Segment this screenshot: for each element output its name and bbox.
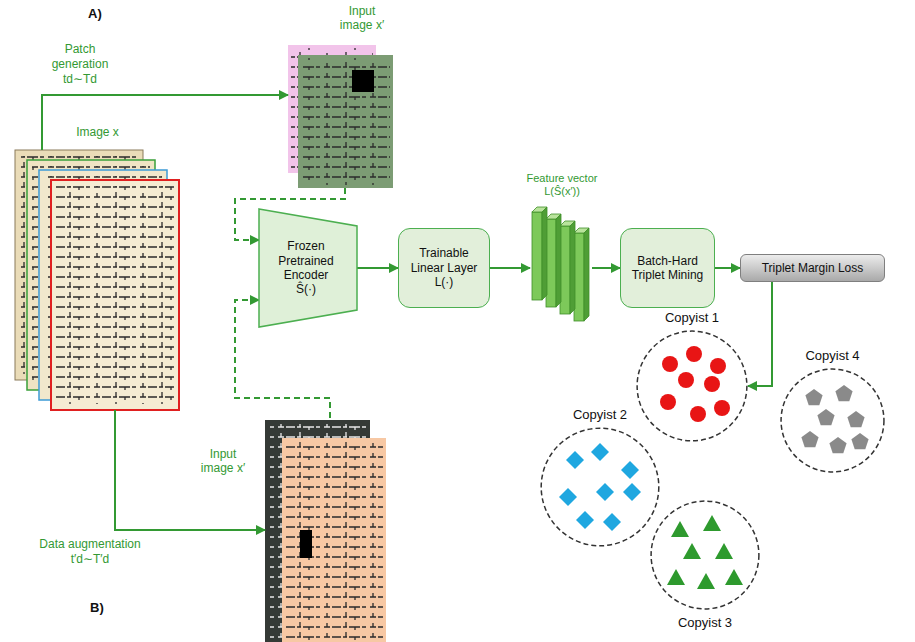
dashed-circle xyxy=(540,427,660,547)
feature-bars xyxy=(570,221,575,314)
node-label: Copyist 3 xyxy=(630,615,780,630)
dashed-circle xyxy=(780,368,885,473)
cluster-points-blue xyxy=(623,483,641,501)
cluster-points-gray xyxy=(817,409,834,425)
manuscript-pages xyxy=(15,150,179,410)
cluster-points-red xyxy=(660,394,676,410)
input-patch: Input image x′ xyxy=(285,4,400,192)
patch-image xyxy=(288,45,393,188)
feature-bars xyxy=(560,226,570,314)
edge-label: Data augmentation t′d∼T′d xyxy=(38,537,142,567)
cluster-points-green xyxy=(703,515,721,531)
feature-bars xyxy=(546,219,556,307)
cluster-points-red xyxy=(690,406,706,422)
patch-image xyxy=(301,58,390,185)
patch-image xyxy=(352,70,374,92)
cluster-points-red xyxy=(686,346,702,362)
cluster-points-blue xyxy=(559,488,577,506)
cluster-points-gray xyxy=(829,437,846,453)
connector xyxy=(357,267,398,269)
cluster-outline xyxy=(651,501,759,609)
cluster-points-red xyxy=(714,400,730,416)
manuscript-pages xyxy=(56,186,174,404)
cluster-points-gray xyxy=(801,431,818,447)
input-augmented: Input image x′ xyxy=(195,415,387,642)
panel-label: B) xyxy=(90,600,104,615)
cluster-points-red xyxy=(710,358,726,374)
manuscript-pages xyxy=(51,180,179,410)
feature-bars xyxy=(532,212,542,300)
augmented-image xyxy=(282,438,386,642)
cluster-points-blue xyxy=(576,511,594,529)
cluster-points-gray xyxy=(851,433,868,449)
augmented-image xyxy=(300,530,312,558)
node-label: Batch-Hard Triplet Mining xyxy=(627,254,708,283)
cluster-points-green xyxy=(697,573,715,589)
patch-image xyxy=(298,55,393,188)
augmented-image xyxy=(285,442,383,642)
node-label: Copyist 2 xyxy=(520,407,680,422)
cluster-points-red xyxy=(662,356,678,372)
image-stack: Image x xyxy=(15,125,180,410)
cluster-points-blue xyxy=(596,483,614,501)
cluster-outline xyxy=(541,428,659,546)
feature-bars xyxy=(532,207,589,321)
cluster-points-green xyxy=(715,543,733,559)
feature-bars xyxy=(574,233,584,321)
connector xyxy=(748,282,772,386)
node-label: Image x xyxy=(15,125,180,139)
feature-bars xyxy=(556,214,561,307)
node-label: Copyist 4 xyxy=(760,348,905,363)
cluster-points-gray xyxy=(847,411,864,427)
cluster-points-green xyxy=(667,569,685,585)
node-label: Copyist 1 xyxy=(616,310,768,325)
cluster-circle: Copyist 4 xyxy=(780,368,885,473)
encoder-trapezoid: Frozen Pretrained Encoder Ŝ(·) xyxy=(258,208,358,328)
node-label: Input image x′ xyxy=(333,4,391,33)
node-label: Input image x′ xyxy=(195,447,251,476)
feature-vector: Feature vector L(Ŝ(x′)) xyxy=(522,172,602,324)
trapezoid-shape xyxy=(259,209,357,327)
node-label: Trainable Linear Layer L(·) xyxy=(405,246,483,289)
cluster-points-gray xyxy=(801,385,868,453)
node-label: Frozen Pretrained Encoder Ŝ(·) xyxy=(273,239,339,297)
connector xyxy=(490,267,530,269)
cluster-outline xyxy=(781,369,884,472)
dashed-circle xyxy=(650,500,760,610)
cluster-circle: Copyist 2 xyxy=(540,427,660,547)
panel-label: A) xyxy=(88,6,102,21)
connector xyxy=(715,267,740,269)
cluster-points-gray xyxy=(835,385,852,401)
cluster-points-blue xyxy=(559,443,641,531)
connector xyxy=(592,267,620,269)
cluster-circle: Copyist 3 xyxy=(650,500,760,610)
cluster-points-blue xyxy=(591,443,609,461)
process-box: Batch-Hard Triplet Mining xyxy=(620,228,715,308)
cluster-points-green xyxy=(725,569,743,585)
node-label: Triplet Margin Loss xyxy=(762,261,864,275)
loss-box: Triplet Margin Loss xyxy=(740,254,885,282)
cluster-points-gray xyxy=(805,389,822,405)
dashed-circle xyxy=(636,330,748,442)
cluster-points-blue xyxy=(621,461,639,479)
cluster-points-green xyxy=(667,515,743,589)
node-label: Feature vector L(Ŝ(x′)) xyxy=(522,172,602,198)
feature-bars xyxy=(584,228,589,321)
cluster-points-green xyxy=(683,543,701,559)
cluster-points-red xyxy=(660,346,730,422)
cluster-points-blue xyxy=(566,451,584,469)
process-box: Trainable Linear Layer L(·) xyxy=(398,228,490,308)
connector xyxy=(42,95,288,150)
cluster-outline xyxy=(637,331,747,441)
cluster-points-red xyxy=(704,376,720,392)
cluster-points-red xyxy=(678,372,694,388)
cluster-points-blue xyxy=(603,513,621,531)
cluster-circle: Copyist 1 xyxy=(636,330,748,442)
edge-label: Patch generation td∼Td xyxy=(38,42,122,87)
feature-bars xyxy=(542,207,547,300)
augmented-image xyxy=(265,420,386,642)
cluster-points-green xyxy=(671,521,689,537)
connector xyxy=(115,410,265,530)
